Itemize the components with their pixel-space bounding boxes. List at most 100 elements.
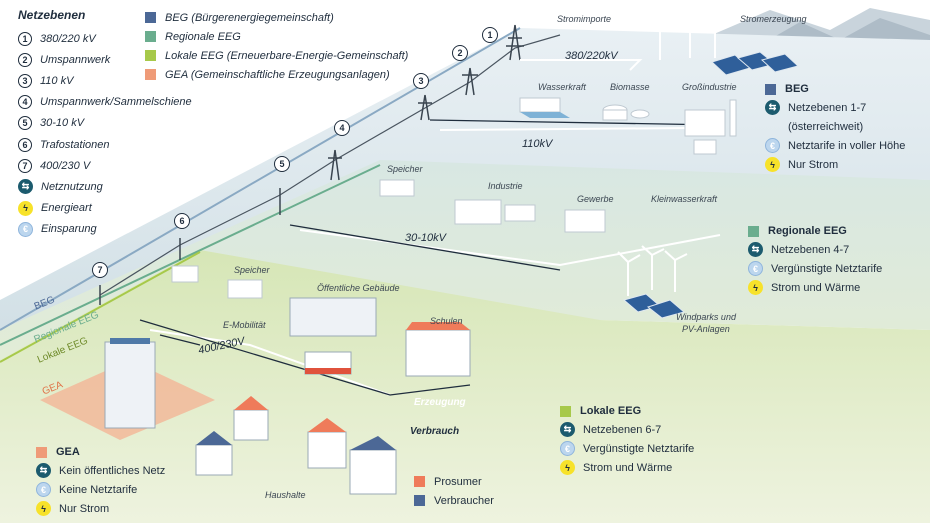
info-row-text: Vergünstigte Netztarife <box>583 442 695 455</box>
label-industrie: Industrie <box>488 181 523 191</box>
pylon-number-badge: 5 <box>274 156 290 172</box>
label-windparks: Windparks und <box>676 312 736 322</box>
info-gea-title: GEA <box>56 446 80 458</box>
info-lokal-title: Lokale EEG <box>580 405 642 417</box>
community-type-label: GEA (Gemeinschaftliche Erzeugungsanlagen… <box>165 68 390 81</box>
wind-turbines-top <box>649 16 728 60</box>
info-row-text: Strom und Wärme <box>583 461 673 474</box>
label-grossindustrie: Großindustrie <box>682 82 737 92</box>
info-row: ⇆Netzebenen 4-7 <box>748 240 882 259</box>
info-row-text: Netzebenen 6-7 <box>583 423 662 436</box>
label-stromerzeugung: Stromerzeugung <box>740 14 807 24</box>
solar-panels-low <box>622 293 686 319</box>
bus <box>304 351 352 375</box>
info-row-text: Kein öffentliches Netz <box>59 464 166 477</box>
level-number-badge: 3 <box>18 73 32 88</box>
oeffentliche-building <box>289 297 377 337</box>
info-row-text: Nur Strom <box>788 158 839 171</box>
speicher-low-building <box>227 279 263 299</box>
info-box-gea: GEA ⇆Kein öffentliches Netz€Keine Netzta… <box>36 443 165 518</box>
beg-layer <box>0 28 930 330</box>
wasserkraft-building <box>519 97 570 118</box>
level-label: 110 kV <box>40 74 74 87</box>
role-legend-item: Verbraucher <box>414 491 494 510</box>
pylon-number-badge: 6 <box>174 213 190 229</box>
level-number-badge: 7 <box>18 158 32 173</box>
legend-level-item: 7 400/230 V <box>18 155 198 176</box>
house-1 <box>233 396 269 441</box>
regional-swatch <box>748 225 759 237</box>
pylon-number-badge: 3 <box>413 73 429 89</box>
role-swatch <box>414 495 425 506</box>
info-row-text: Netztarife in voller Höhe <box>788 139 906 152</box>
einsparung-icon: € <box>18 221 33 237</box>
gewerbe-building <box>564 209 606 233</box>
community-type-swatch <box>145 50 156 61</box>
role-label: Prosumer <box>434 475 482 488</box>
beg-swatch <box>765 83 776 95</box>
level-number-badge: 2 <box>18 52 32 67</box>
community-type-swatch <box>145 12 156 23</box>
house-2 <box>195 431 233 476</box>
level-number-badge: 6 <box>18 137 32 152</box>
pylons <box>99 24 524 305</box>
schulen-building <box>405 322 471 377</box>
community-type-item: Lokale EEG (Erneuerbare-Energie-Gemeinsc… <box>145 46 408 65</box>
info-row: ϟ Nur Strom <box>36 499 165 518</box>
energieart-icon: ϟ <box>748 280 763 295</box>
grossindustrie-building <box>684 99 737 155</box>
label-verbrauch: Verbrauch <box>410 426 460 437</box>
label-speicher-low: Speicher <box>234 265 270 275</box>
community-type-swatch <box>145 31 156 42</box>
icon-label: Netznutzung <box>41 180 103 193</box>
house-3 <box>307 418 347 469</box>
speicher-mid-building <box>379 179 415 197</box>
info-row-text: Nur Strom <box>59 502 110 515</box>
netznutzung-icon: ⇆ <box>36 463 51 478</box>
info-row-text: Keine Netztarife <box>59 483 138 496</box>
community-types-legend: BEG (Bürgerenergiegemeinschaft) Regionale… <box>145 8 408 84</box>
level-number-badge: 1 <box>18 31 32 46</box>
solar-panels-top <box>711 51 800 76</box>
energieart-icon: ϟ <box>560 460 575 475</box>
level-label: 400/230 V <box>40 159 91 172</box>
info-row-text: Vergünstigte Netztarife <box>771 262 883 275</box>
icon-label: Energieart <box>41 202 92 215</box>
energieart-icon: ϟ <box>36 501 51 516</box>
community-type-item: Regionale EEG <box>145 27 408 46</box>
community-type-item: GEA (Gemeinschaftliche Erzeugungsanlagen… <box>145 65 408 84</box>
house-4 <box>349 436 397 495</box>
info-row: € Vergünstigte Netztarife <box>748 259 882 278</box>
label-biomasse: Biomasse <box>610 82 650 92</box>
community-type-item: BEG (Bürgerenergiegemeinschaft) <box>145 8 408 27</box>
info-row: € Vergünstigte Netztarife <box>560 439 694 458</box>
info-beg-title: BEG <box>785 83 809 95</box>
einsparung-icon: € <box>560 441 575 456</box>
netznutzung-icon: ⇆ <box>765 100 780 115</box>
community-type-swatch <box>145 69 156 80</box>
legend-icon-item: ⇆Netznutzung <box>18 176 198 197</box>
info-row-text: Strom und Wärme <box>771 281 861 294</box>
pylon-number-badge: 7 <box>92 262 108 278</box>
role-swatch <box>414 476 425 487</box>
community-type-label: Regionale EEG <box>165 30 241 43</box>
info-row: ϟ Strom und Wärme <box>560 458 694 477</box>
level-number-badge: 4 <box>18 95 32 110</box>
netznutzung-icon: ⇆ <box>748 242 763 257</box>
lokal-swatch <box>560 405 571 417</box>
power-line <box>99 34 561 296</box>
info-row: ⇆Netzebenen 6-7 <box>560 420 694 439</box>
icon-label: Einsparung <box>41 223 97 236</box>
einsparung-icon: € <box>748 261 763 276</box>
pylon-number-badge: 2 <box>452 45 468 61</box>
pylon-number-badge: 1 <box>482 27 498 43</box>
label-haushalte: Haushalte <box>265 490 306 500</box>
legend-icon-item: € Einsparung <box>18 219 198 240</box>
